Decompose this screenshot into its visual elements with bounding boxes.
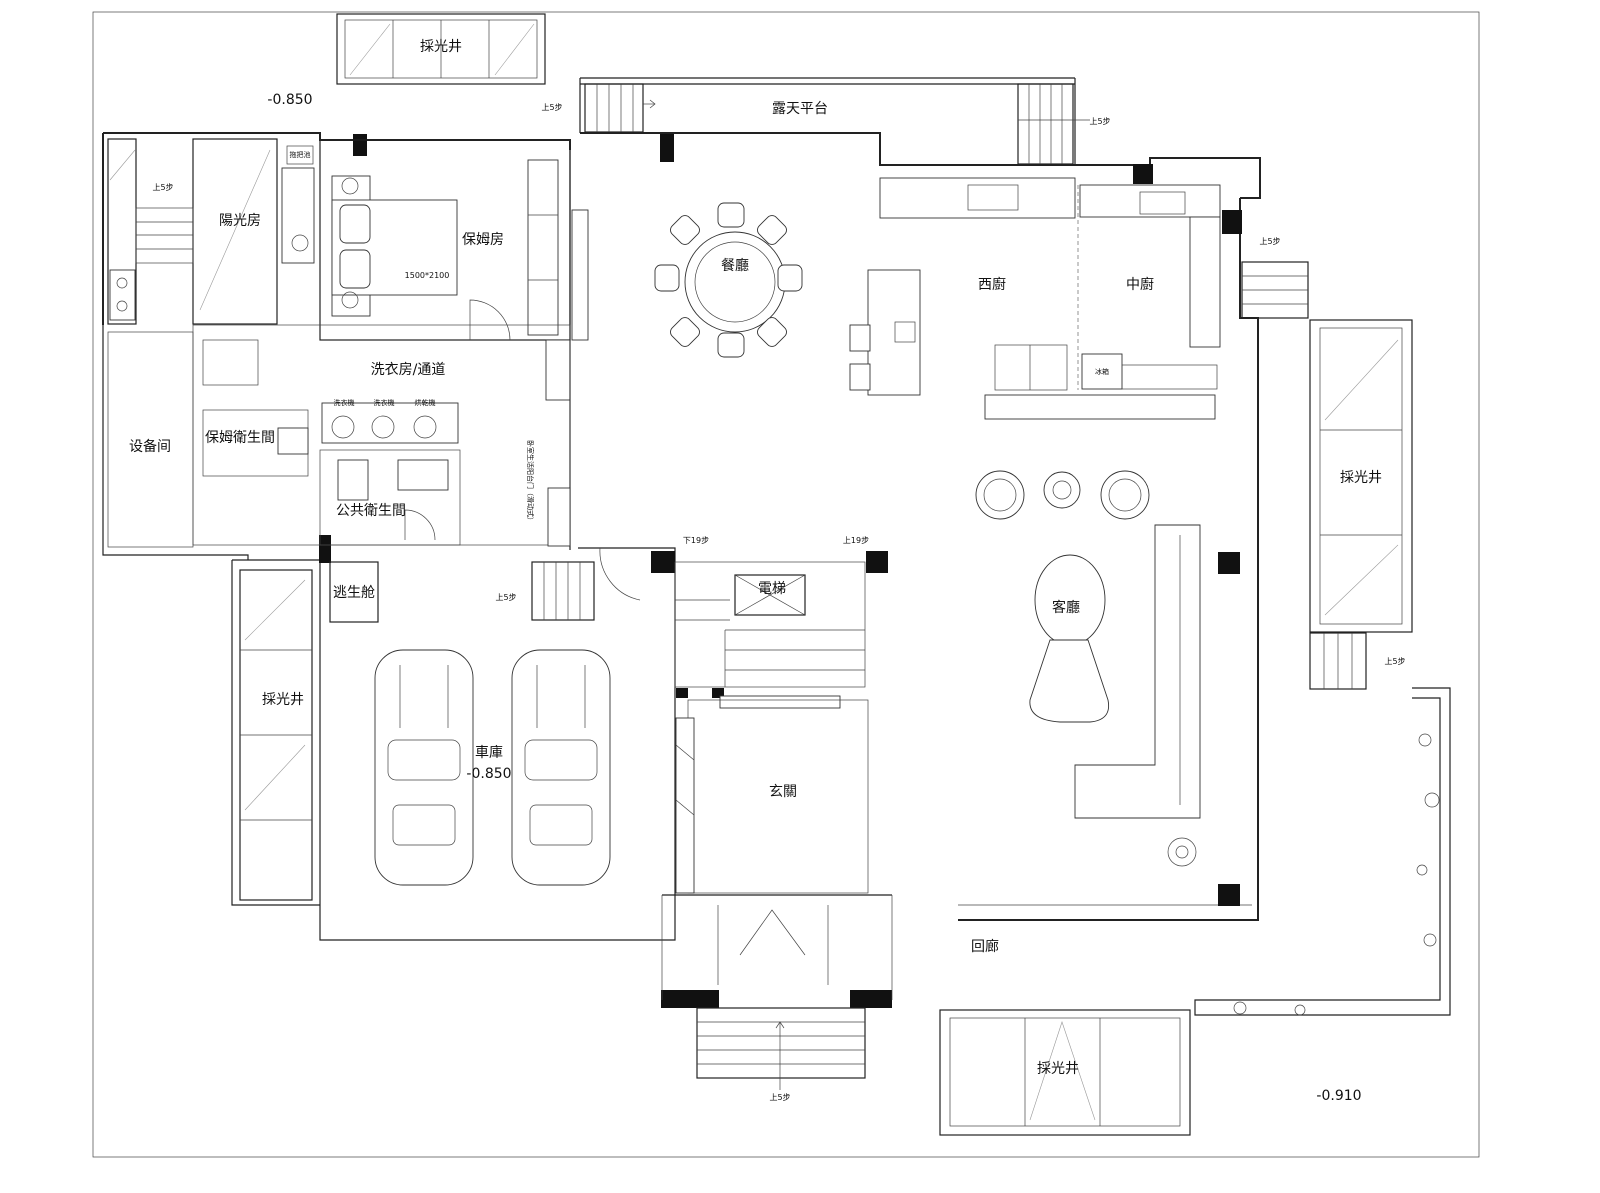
label-bed-size: 1500*2100 — [405, 271, 450, 280]
terrace-steps-left — [584, 83, 656, 133]
label-step-sunroom: 上5步 — [152, 183, 173, 192]
escape-pod — [329, 561, 379, 623]
dining-table — [654, 202, 803, 358]
label-step-entry: 上5步 — [769, 1093, 790, 1102]
garden-planter — [1194, 687, 1451, 1016]
label-skylight-left: 採光井 — [262, 692, 304, 708]
label-chinese-kitchen: 中廚 — [1126, 276, 1154, 293]
skylight-right — [1309, 319, 1413, 633]
drawing-border — [92, 11, 1480, 1158]
western-kitchen — [849, 177, 1216, 420]
right-steps — [1241, 261, 1367, 690]
label-washer-1: 洗衣機 — [334, 398, 355, 407]
label-equipment-room: 设备间 — [129, 438, 171, 455]
terrace-steps-right — [1017, 83, 1090, 165]
car-left — [374, 649, 474, 886]
label-step-garage: 上5步 — [495, 593, 516, 602]
label-step-right-lower: 上5步 — [1384, 657, 1405, 666]
sunroom — [107, 138, 315, 325]
laundry-area — [192, 324, 571, 546]
skylight-bottom — [939, 1009, 1191, 1136]
label-skylight-top: 採光井 — [420, 39, 462, 55]
skylight-top — [336, 13, 546, 85]
label-elevator: 電梯 — [758, 581, 786, 597]
label-vertical-note: 卧室生活阳台门（滑动式） — [526, 440, 535, 524]
label-sunroom: 陽光房 — [219, 213, 261, 229]
label-level-se: -0.910 — [1316, 1088, 1361, 1104]
label-level-nw: -0.850 — [267, 92, 312, 108]
label-corridor: 回廊 — [971, 938, 999, 955]
label-skylight-right: 採光井 — [1340, 470, 1382, 486]
label-step-up-19: 上19步 — [843, 536, 869, 545]
label-nanny-room: 保姆房 — [462, 232, 504, 248]
label-step-right-upper: 上5步 — [1259, 237, 1280, 246]
car-right — [511, 649, 611, 886]
nanny-room — [319, 139, 571, 341]
skylight-left — [239, 569, 313, 901]
entry-steps — [696, 1007, 866, 1090]
label-nanny-bath: 保姆衛生間 — [205, 430, 275, 446]
equipment-room — [107, 331, 194, 548]
label-laundry-corridor: 洗衣房/通道 — [371, 362, 446, 378]
label-skylight-bottom: 採光井 — [1037, 1061, 1079, 1077]
living-room-furniture — [975, 470, 1201, 867]
garage-steps — [531, 547, 641, 621]
label-washer-2: 洗衣機 — [374, 398, 395, 407]
label-mop-sink: 拖把池 — [290, 150, 311, 159]
label-step-terrace-right: 上5步 — [1089, 117, 1110, 126]
label-step-terrace-left: 上5步 — [541, 103, 562, 112]
sliding-door-strip — [547, 487, 571, 547]
label-garage: 車庫 — [475, 744, 503, 761]
label-living-room: 客廳 — [1052, 599, 1080, 616]
foyer — [661, 699, 893, 1000]
label-public-bath: 公共衛生間 — [336, 503, 406, 519]
label-escape-pod: 逃生舱 — [333, 585, 375, 601]
label-western-kitchen: 西廚 — [978, 276, 1006, 293]
label-garage-level: -0.850 — [466, 766, 511, 782]
stair-elevator — [674, 561, 866, 709]
label-foyer: 玄關 — [769, 783, 797, 800]
label-dining: 餐廳 — [721, 257, 749, 274]
label-step-down-19: 下19步 — [683, 536, 709, 545]
label-terrace: 露天平台 — [772, 101, 828, 117]
chinese-kitchen — [1079, 184, 1221, 390]
label-fridge: 冰箱 — [1095, 367, 1109, 376]
label-dryer: 烘乾機 — [415, 398, 436, 407]
